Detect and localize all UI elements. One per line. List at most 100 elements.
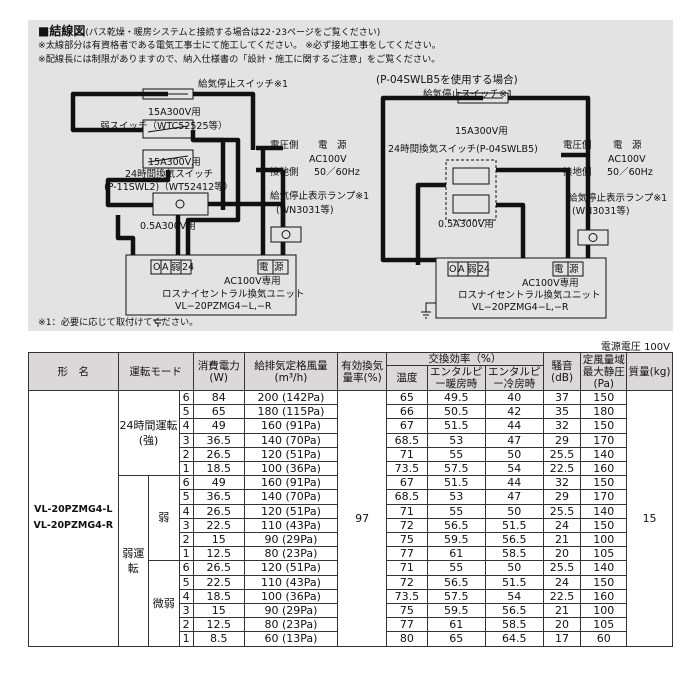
header-mode: 運転モード <box>117 352 194 391</box>
noise-cell: 24 <box>542 574 582 590</box>
enthalpy-cool-cell: 40 <box>484 389 544 406</box>
right-terminal-O: O <box>449 264 457 275</box>
power-cell: 26.5 <box>192 446 245 463</box>
right-fuse-label: 0.5A300V用 <box>438 219 494 230</box>
airflow-cell: 80 (23Pa) <box>243 617 339 633</box>
noise-cell: 20 <box>542 617 582 633</box>
enthalpy-cool-cell: 50 <box>484 503 544 519</box>
header-power: 消費電力(W) <box>192 352 245 391</box>
airflow-cell: 160 (91Pa) <box>243 475 339 491</box>
temp-eff-cell: 68.5 <box>386 489 428 505</box>
right-terminal-den: 電 <box>554 264 564 275</box>
airflow-cell: 200 (142Pa) <box>243 389 339 406</box>
left-unit-line2: ロスナイセントラル換気ユニット <box>162 289 305 300</box>
left-voltage-side: 電圧側 <box>270 140 299 151</box>
noise-cell: 22.5 <box>542 588 582 605</box>
left-lamp-model: (WN3031等) <box>276 205 334 216</box>
temp-eff-cell: 77 <box>386 617 428 633</box>
right-freq: 50／60Hz <box>607 167 653 178</box>
static-cell: 150 <box>580 418 628 434</box>
header-temp: 温度 <box>386 365 428 391</box>
notch-cell: 4 <box>178 418 194 434</box>
header-enthalpy-heat: エンタルピー暖房時 <box>426 365 486 391</box>
diagram-note-1: ※太線部分は有資格者である電気工事士にて施工してください。 ※必ず接地工事をして… <box>38 40 441 51</box>
noise-cell: 37 <box>542 389 582 406</box>
noise-cell: 22.5 <box>542 461 582 477</box>
enthalpy-heat-cell: 53 <box>426 489 486 505</box>
right-sw2-name: 24時間換気スイッチ(P-04SWLB5) <box>388 144 538 155</box>
temp-eff-cell: 72 <box>386 574 428 590</box>
power-cell: 49 <box>192 418 245 434</box>
power-cell: 15 <box>192 603 245 619</box>
power-cell: 36.5 <box>192 489 245 505</box>
notch-cell: 2 <box>178 617 194 633</box>
model-name-l: VL-20PZMG4-L <box>34 504 113 516</box>
static-cell: 170 <box>580 489 628 505</box>
noise-cell: 24 <box>542 517 582 534</box>
header-static: 定風量域最大静圧(Pa) <box>580 352 628 391</box>
left-lamp-label: 給気停止表示ランプ※1 <box>270 191 370 202</box>
noise-cell: 21 <box>542 603 582 619</box>
left-terminal-24: 24 <box>182 262 195 273</box>
enthalpy-cool-cell: 47 <box>484 432 544 448</box>
right-voltage-side: 電圧側 <box>563 140 592 151</box>
power-cell: 26.5 <box>192 560 245 576</box>
notch-cell: 4 <box>178 503 194 519</box>
enthalpy-cool-cell: 50 <box>484 560 544 576</box>
noise-cell: 29 <box>542 489 582 505</box>
supply-voltage: 電源電圧 100V <box>600 342 670 353</box>
left-terminal-A: A <box>162 262 169 273</box>
power-cell: 12.5 <box>192 617 245 633</box>
enthalpy-heat-cell: 59.5 <box>426 532 486 548</box>
right-lamp-label: 給気停止表示ランプ※1 <box>568 193 668 204</box>
model-name-r: VL-20PZMG4-R <box>33 520 114 532</box>
airflow-cell: 60 (13Pa) <box>243 631 339 647</box>
temp-eff-cell: 72 <box>386 517 428 534</box>
right-power: 電 源 <box>613 140 642 151</box>
enthalpy-heat-cell: 51.5 <box>426 418 486 434</box>
airflow-cell: 100 (36Pa) <box>243 588 339 605</box>
temp-eff-cell: 67 <box>386 418 428 434</box>
right-terminal-24: 24 <box>478 264 491 275</box>
enthalpy-heat-cell: 56.5 <box>426 574 486 590</box>
enthalpy-heat-cell: 55 <box>426 503 486 519</box>
static-cell: 140 <box>580 560 628 576</box>
temp-eff-cell: 66 <box>386 404 428 420</box>
airflow-cell: 180 (115Pa) <box>243 404 339 420</box>
enthalpy-heat-cell: 61 <box>426 617 486 633</box>
right-lamp-model: (WN3031等) <box>572 206 630 217</box>
mode-bijaku: 微弱 <box>148 560 180 647</box>
notch-cell: 4 <box>178 588 194 605</box>
right-unit-line3: VL−20PZMG4−L,−R <box>472 302 569 313</box>
spec-table: 形 名 運転モード 消費電力(W) 給排気定格風量(m³/h) 有効換気量率(%… <box>28 352 673 647</box>
left-fuse-label: 0.5A300V用 <box>140 221 196 232</box>
power-cell: 65 <box>192 404 245 420</box>
header-mass: 質量(kg) <box>626 352 673 391</box>
power-cell: 15 <box>192 532 245 548</box>
temp-eff-cell: 77 <box>386 546 428 562</box>
left-unit-line1: AC100V専用 <box>224 276 281 287</box>
enthalpy-cool-cell: 58.5 <box>484 546 544 562</box>
mode-24h: 24時間運転(強) <box>117 389 180 477</box>
header-efficiency: 交換効率（%） <box>386 352 544 366</box>
temp-eff-cell: 71 <box>386 446 428 463</box>
power-cell: 12.5 <box>192 546 245 562</box>
enthalpy-heat-cell: 55 <box>426 560 486 576</box>
header-exchange-rate: 有効換気量率(%) <box>337 352 388 391</box>
notch-cell: 5 <box>178 404 194 420</box>
static-cell: 100 <box>580 532 628 548</box>
notch-cell: 1 <box>178 631 194 647</box>
enthalpy-heat-cell: 61 <box>426 546 486 562</box>
enthalpy-heat-cell: 59.5 <box>426 603 486 619</box>
notch-cell: 3 <box>178 432 194 448</box>
power-cell: 18.5 <box>192 588 245 605</box>
right-caption: (P-04SWLB5を使用する場合) <box>376 74 518 86</box>
diagram-title: ■結線図(バス乾燥・暖房システムと接続する場合は22･23ページをご覧ください) <box>38 24 381 38</box>
noise-cell: 32 <box>542 475 582 491</box>
